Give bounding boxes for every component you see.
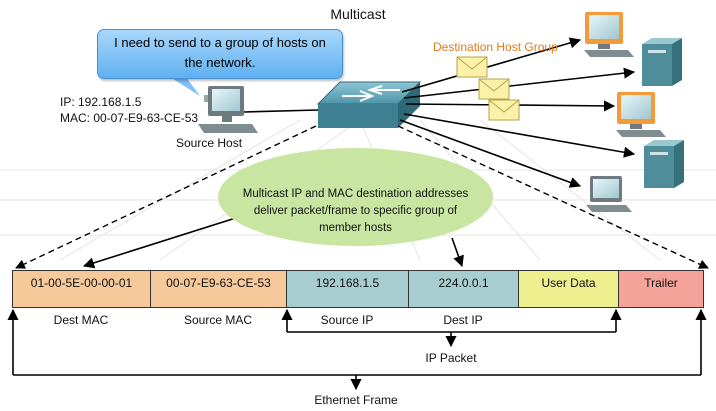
- speech-bubble-line-2: the network.: [184, 55, 256, 70]
- speech-bubble-line-1: I need to send to a group of hosts on: [114, 35, 326, 50]
- frame-field-source-ip: 192.168.1.5: [287, 271, 409, 307]
- destination-host-icon: [616, 92, 666, 137]
- frame-label-dest-ip: Dest IP: [443, 313, 483, 327]
- callout-line-2: deliver packet/frame to specific group o…: [253, 205, 458, 217]
- host-link: [243, 109, 319, 113]
- frame-label-dest-mac: Dest MAC: [53, 313, 109, 327]
- server-icon: [644, 140, 684, 188]
- frame-label-source-ip: Source IP: [320, 313, 374, 327]
- source-host-ip: IP: 192.168.1.5: [60, 95, 142, 109]
- page-title: Multicast: [330, 6, 386, 22]
- callout-arrows: [82, 215, 464, 269]
- ethernet-frame: 01-00-5E-00-00-01 00-07-E9-63-CE-53 192.…: [12, 270, 704, 308]
- source-host-icon: [198, 86, 258, 133]
- destination-host-icon: [584, 12, 634, 57]
- callout-line-1: Multicast IP and MAC destination address…: [242, 188, 469, 200]
- ip-packet-bracket: [281, 308, 622, 348]
- source-host-label: Source Host: [176, 136, 243, 150]
- frame-field-dest-ip: 224.0.0.1: [409, 271, 519, 307]
- ethernet-frame-label: Ethernet Frame: [314, 393, 398, 407]
- speech-bubble: I need to send to a group of hosts on th…: [97, 29, 343, 79]
- callout-ellipse: Multicast IP and MAC destination address…: [218, 148, 493, 246]
- server-icon: [642, 38, 682, 86]
- switch-icon: [316, 81, 422, 128]
- ip-packet-label: IP Packet: [425, 351, 477, 365]
- destination-host-icon: [586, 176, 632, 212]
- frame-field-trailer: Trailer: [619, 271, 703, 307]
- callout-line-3: member hosts: [319, 222, 392, 234]
- frame-guides: [15, 125, 709, 269]
- destination-group-label: Destination Host Group: [433, 40, 558, 54]
- frame-field-user-data: User Data: [519, 271, 619, 307]
- source-host-mac: MAC: 00-07-E9-63-CE-53: [60, 111, 199, 125]
- bubble-tail: [170, 77, 200, 96]
- frame-field-dest-mac: 01-00-5E-00-00-01: [13, 271, 151, 307]
- frame-label-source-mac: Source MAC: [183, 313, 253, 327]
- frame-field-source-mac: 00-07-E9-63-CE-53: [151, 271, 287, 307]
- envelope-icon: [456, 56, 520, 121]
- ethernet-frame-bracket: [7, 308, 707, 391]
